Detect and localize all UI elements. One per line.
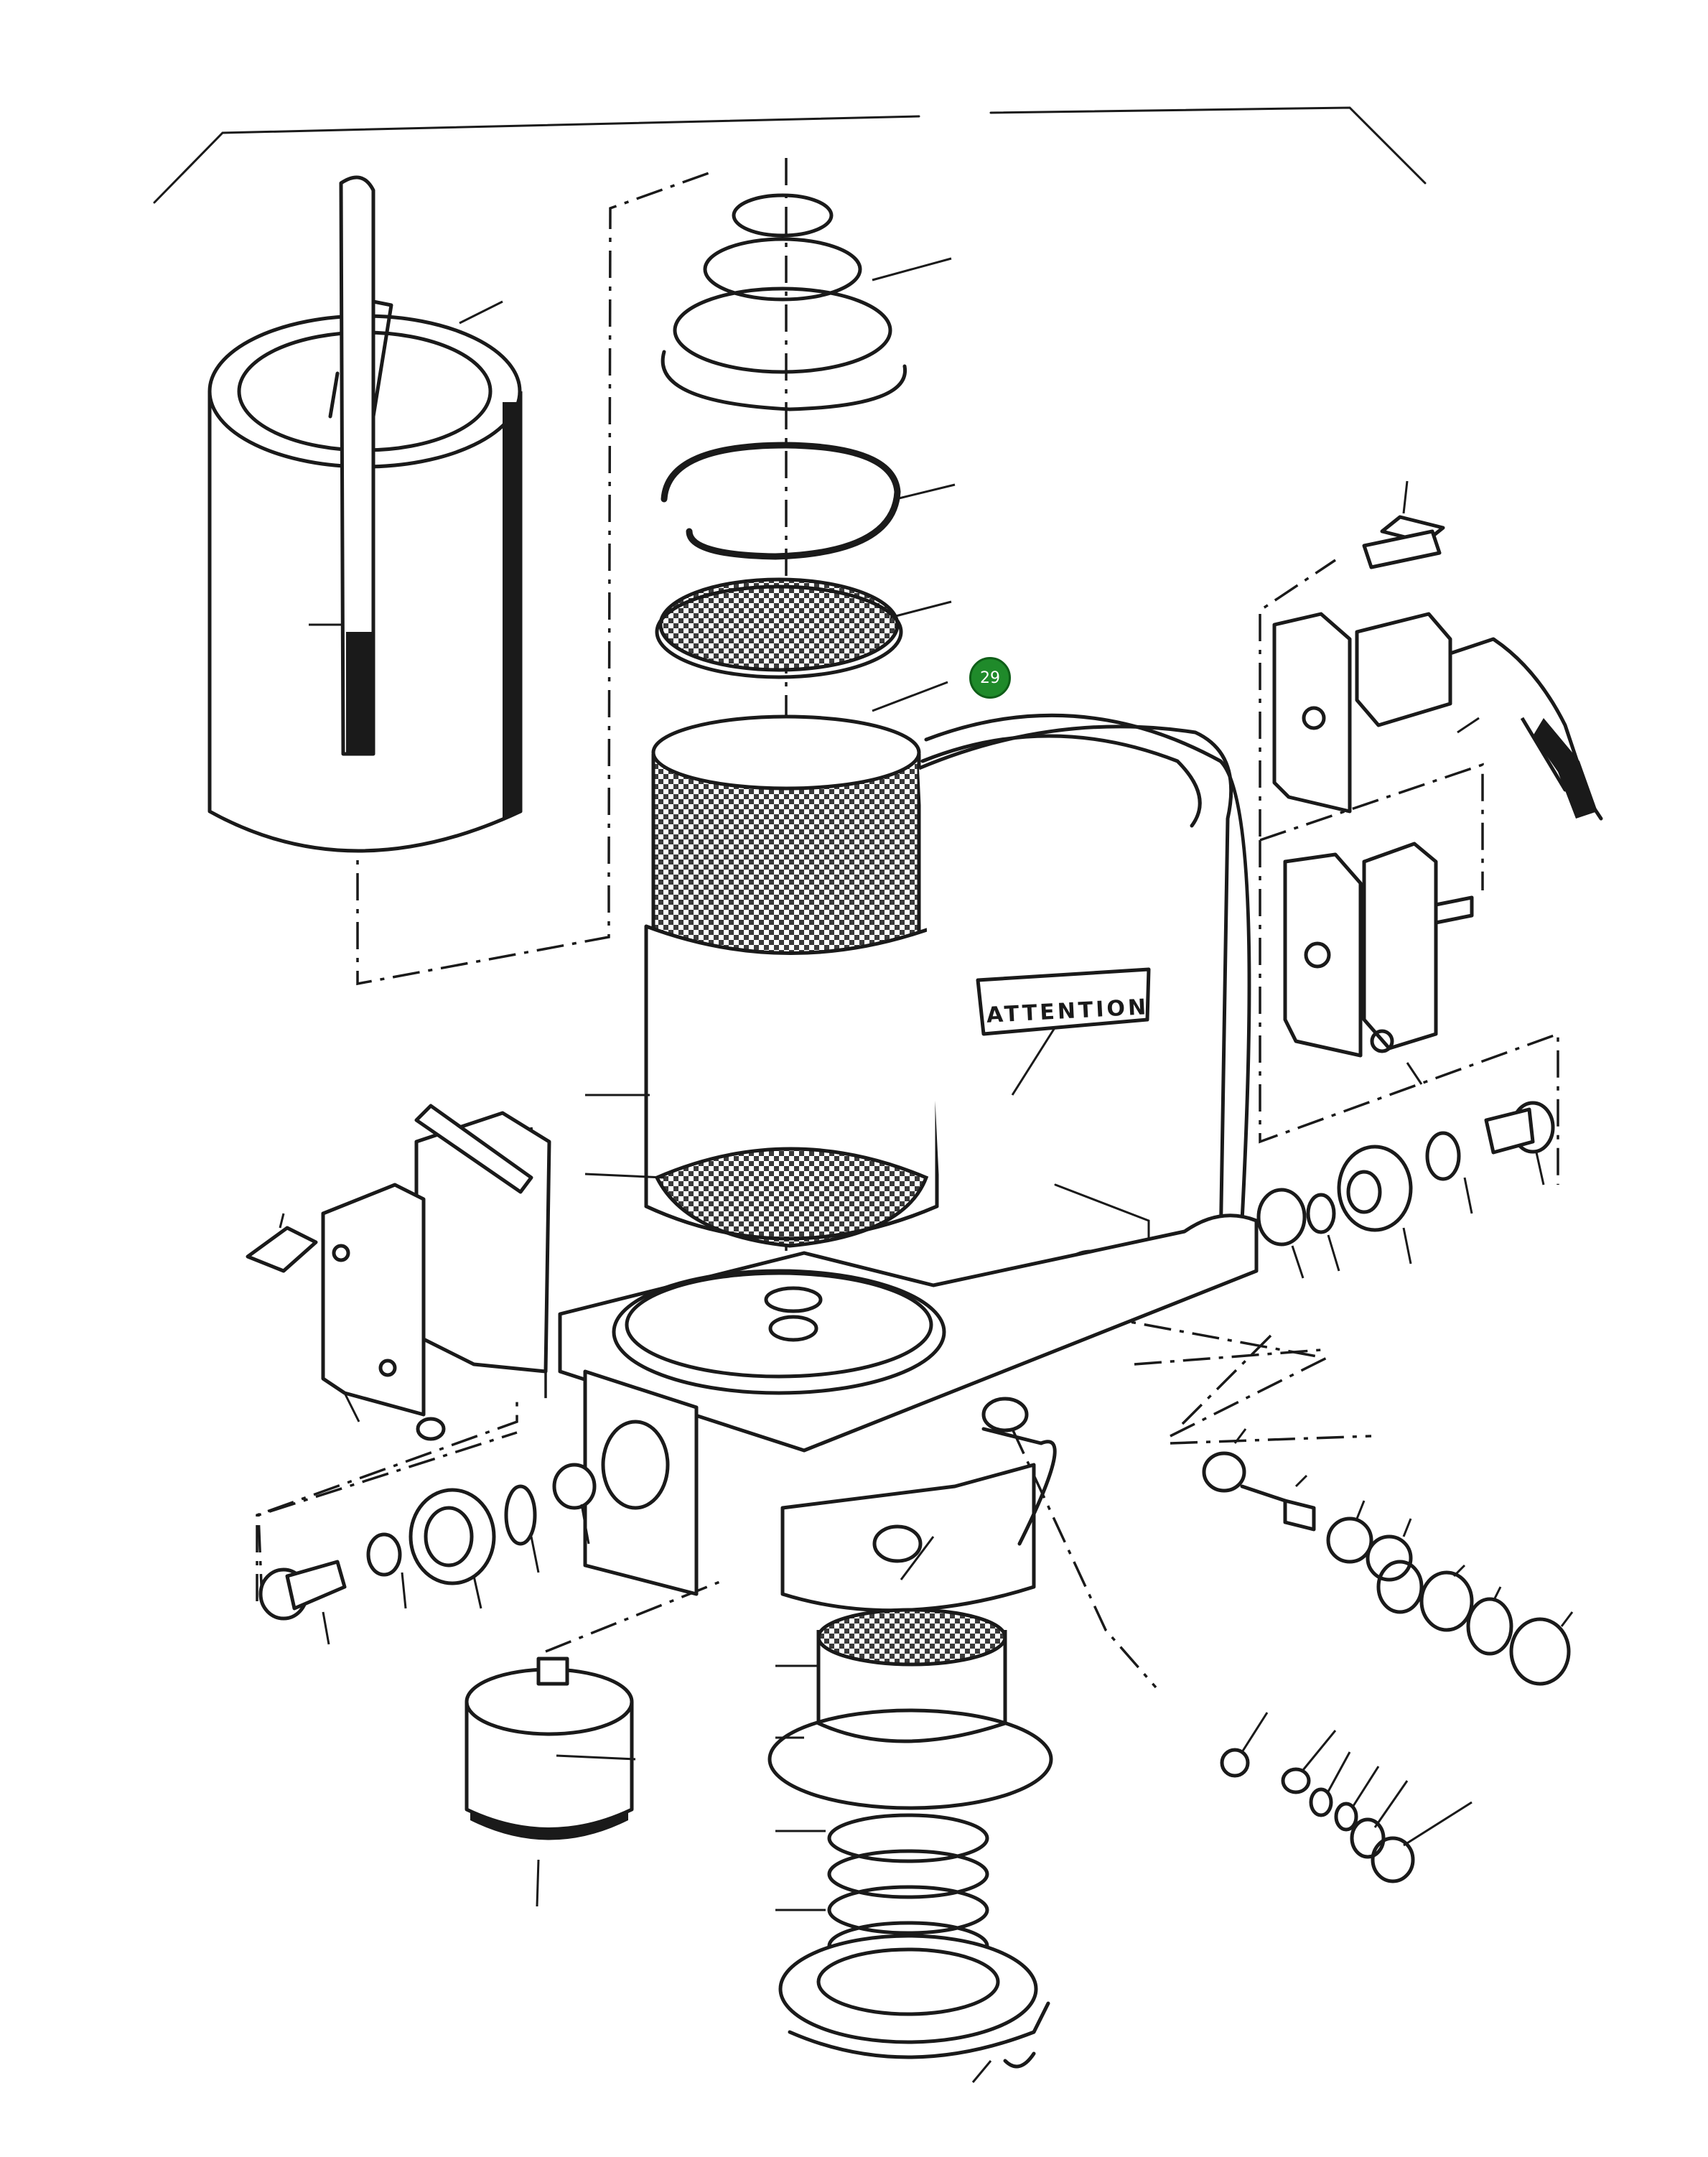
grease-cylinder: [207, 175, 523, 853]
split-ring: [661, 442, 956, 560]
right-valve-group: [1256, 1101, 1555, 1279]
frame-lines: [153, 106, 1427, 204]
right-switch-group: [1272, 480, 1603, 1085]
conical-spring: [661, 193, 952, 411]
pump-base: [558, 1213, 1259, 1613]
attention-plate-label: ATTENTION: [986, 994, 1149, 1028]
strainer-basket: [584, 681, 948, 1248]
left-valve-group: [257, 1431, 597, 1645]
mesh-disc: [655, 577, 952, 679]
right-lower-parts: [1202, 1428, 1574, 1686]
callout-29[interactable]: 29: [969, 657, 1011, 699]
bottom-stack: [767, 1608, 1053, 2083]
right-bottom-fittings: [1220, 1712, 1473, 1883]
pump-cartridge: [465, 1657, 636, 1907]
cover-plate-group: [246, 1104, 551, 1441]
